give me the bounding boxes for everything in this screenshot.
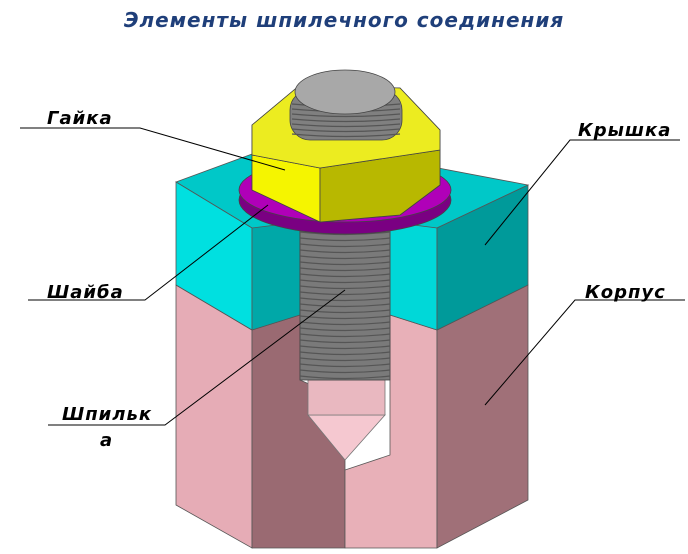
label-washer: Шайба — [47, 282, 124, 303]
thread-line — [299, 297, 391, 302]
thread-line — [299, 267, 391, 272]
thread-line — [299, 351, 391, 356]
thread-line — [299, 363, 391, 368]
thread-line — [299, 339, 391, 344]
cover-section-right — [389, 221, 438, 331]
stud-threads — [299, 231, 391, 380]
thread-line — [299, 375, 391, 380]
leader-cover — [484, 139, 680, 246]
label-body: Корпус — [585, 282, 666, 303]
label-cover: Крышка — [578, 120, 672, 141]
thread-line — [299, 357, 391, 362]
leader-lines — [20, 127, 685, 426]
thread-line — [291, 133, 401, 138]
thread-line — [299, 243, 391, 248]
thread-line — [299, 255, 391, 260]
thread-line — [299, 237, 391, 242]
cover-right-face — [436, 184, 529, 331]
thread-line — [291, 128, 401, 133]
thread-line — [299, 261, 391, 266]
thread-line — [299, 345, 391, 350]
label-nut: Гайка — [47, 108, 113, 129]
body-right-face — [436, 284, 529, 549]
leader-nut — [20, 127, 286, 171]
thread-line — [299, 285, 391, 290]
hole-bore — [307, 379, 386, 416]
thread-line — [291, 113, 401, 118]
diagram-title: Элементы шпилечного соединения — [123, 8, 565, 32]
cover-section-left — [251, 221, 301, 331]
leader-stud — [48, 289, 346, 426]
thread-line — [299, 309, 391, 314]
thread-line — [299, 273, 391, 278]
leader-body — [484, 299, 685, 406]
label-stud-line1: Шпильк — [62, 404, 153, 425]
thread-line — [299, 321, 391, 326]
label-stud-line2: а — [100, 430, 114, 451]
body-left-face — [175, 284, 253, 549]
thread-line — [299, 279, 391, 284]
stud-shaft — [299, 214, 391, 381]
stud-end — [294, 69, 396, 115]
thread-line — [299, 249, 391, 254]
thread-line — [299, 291, 391, 296]
thread-line — [299, 231, 391, 236]
thread-line — [299, 327, 391, 332]
stud-top-threads — [291, 103, 401, 138]
thread-line — [291, 118, 401, 123]
thread-line — [299, 333, 391, 338]
thread-line — [299, 369, 391, 374]
thread-line — [299, 303, 391, 308]
leader-washer — [28, 204, 269, 301]
thread-line — [291, 123, 401, 128]
